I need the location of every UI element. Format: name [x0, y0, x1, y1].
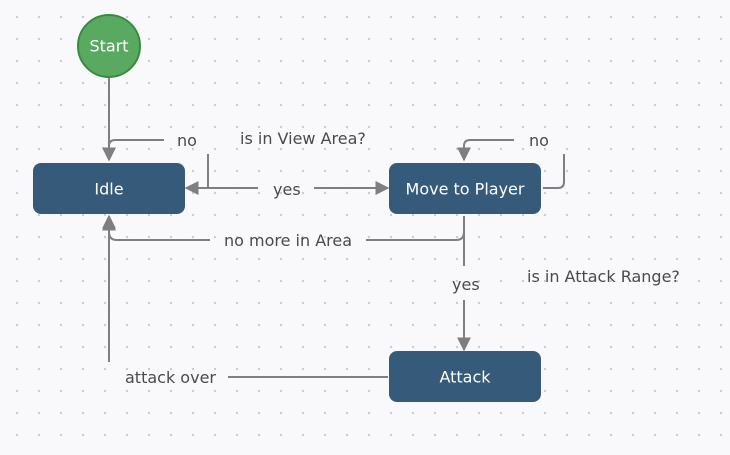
label-move-no: no [529, 131, 549, 150]
start-label: Start [89, 37, 128, 56]
start-circle [77, 14, 141, 78]
edge-move-self-loop [543, 154, 565, 189]
label-attack-over: attack over [125, 368, 216, 387]
label-move-to-attack-yes: yes [452, 275, 480, 294]
label-is-in-view-area: is in View Area? [240, 129, 366, 148]
attack-box [389, 351, 541, 402]
label-no-more-in-area: no more in Area [224, 231, 352, 250]
edge-idle-self-loop [184, 154, 209, 195]
move-to-player-label: Move to Player [406, 180, 525, 199]
start-node[interactable]: Start [77, 14, 141, 78]
state-attack[interactable]: Attack [389, 351, 541, 402]
state-idle[interactable]: Idle [33, 163, 185, 214]
edge-move-self-loop-return [457, 139, 514, 162]
idle-label: Idle [94, 180, 123, 199]
edge-idle-self-loop-return [102, 139, 164, 162]
label-is-in-attack-range: is in Attack Range? [527, 267, 680, 286]
state-move-to-player[interactable]: Move to Player [389, 163, 541, 214]
edge-labels: no is in View Area? yes no no more in Ar… [125, 129, 680, 387]
edges [102, 78, 565, 378]
label-idle-no: no [177, 131, 197, 150]
attack-label: Attack [439, 368, 491, 387]
move-to-player-box [389, 163, 541, 214]
idle-box [33, 163, 185, 214]
label-idle-to-move-yes: yes [273, 180, 301, 199]
